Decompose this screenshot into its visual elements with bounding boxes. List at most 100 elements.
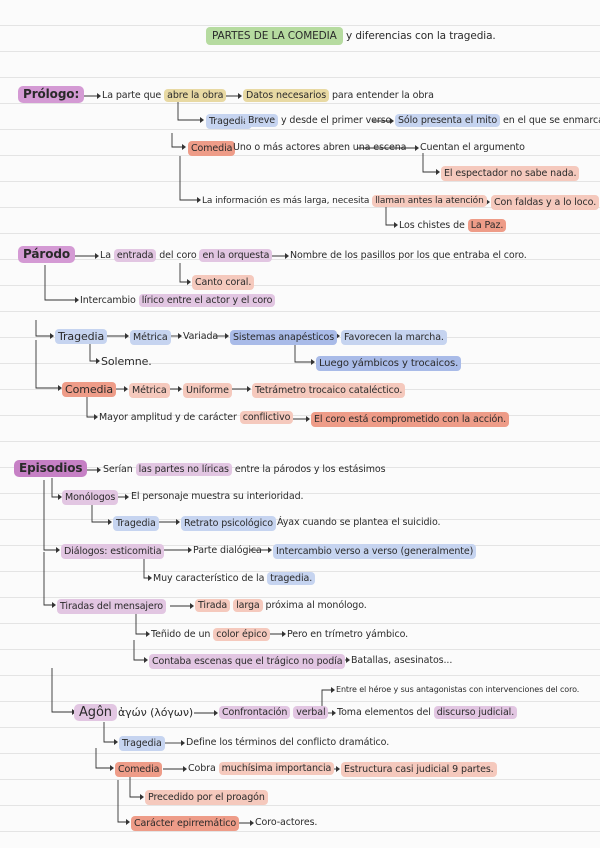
parodo-intercambio: Intercambio lírico entre el actor y el c… bbox=[80, 294, 276, 307]
prologo-chistes-highlight: La Paz. bbox=[467, 219, 507, 232]
episodios-muy-highlight: tragedia. bbox=[267, 572, 316, 585]
parodo-variada: Variada bbox=[183, 331, 219, 342]
prologo-heading: Prólogo: bbox=[18, 86, 85, 103]
prologo-chistes: Los chistes de La Paz. bbox=[399, 219, 507, 232]
agon-cobra: Cobra muchísima importancia bbox=[188, 762, 335, 775]
prologo-chistes-text: Los chistes de bbox=[399, 220, 465, 231]
agon-comedia: Comedia bbox=[115, 762, 163, 777]
episodios-color-highlight: color épico bbox=[213, 628, 271, 641]
episodios-def-highlight: las partes no líricas bbox=[135, 463, 232, 476]
prologo-mito-highlight: Sólo presenta el mito bbox=[395, 114, 501, 127]
parodo-uniforme: Uniforme bbox=[183, 383, 232, 398]
prologo-info: La información es más larga, necesita ll… bbox=[202, 195, 487, 208]
parodo-tetrametro: Tetrámetro trocaico catalécticо. bbox=[252, 383, 406, 398]
prologo-faldas: Con faldas y a lo loco. bbox=[491, 195, 600, 210]
episodios-muy-text: Muy característico de la bbox=[153, 573, 265, 584]
episodios-tenido-text: Teñido de un bbox=[151, 629, 211, 640]
prologo-comedia: Comedia bbox=[188, 141, 236, 156]
episodios-monologos: Monólogos bbox=[62, 490, 119, 505]
parodo-entrada-highlight: entrada bbox=[113, 249, 157, 262]
episodios-tragedia: Tragedia bbox=[113, 516, 159, 531]
episodios-proxima-text: próxima al monólogo. bbox=[265, 600, 367, 611]
episodios-interioridad: El personaje muestra su interioridad. bbox=[131, 491, 304, 502]
parodo-comedia: Comedia bbox=[62, 382, 116, 397]
agon-discurso-highlight: discurso judicial. bbox=[433, 706, 518, 719]
parodo-orquesta-highlight: en la orquesta bbox=[199, 249, 273, 262]
parodo-mayor: Mayor amplitud y de carácter conflictivo bbox=[99, 411, 294, 424]
prologo-breve: Breve y desde el primer verso bbox=[245, 114, 391, 127]
parodo-coro-comprometido: El coro está comprometido con la acción. bbox=[311, 412, 510, 427]
parodo-metrica2: Métrica bbox=[129, 383, 170, 398]
parodo-solemne: Solemne. bbox=[101, 355, 152, 368]
parodo-def: La entrada del coro en la orquesta bbox=[100, 249, 273, 262]
episodios-tirada: Tirada larga próxima al monólogo. bbox=[195, 599, 367, 612]
episodios-retrato: Retrato psicológico bbox=[181, 516, 276, 531]
agon-define: Define los términos del conflicto dramát… bbox=[186, 737, 390, 748]
prologo-mito-text: en el que se enmarca. bbox=[503, 115, 600, 126]
agon-cobra-text: Cobra bbox=[188, 763, 216, 774]
agon-verbal-highlight: verbal bbox=[293, 706, 329, 719]
episodios-dialogos: Diálogos: esticomitia bbox=[61, 544, 165, 559]
parodo-canto: Canto coral. bbox=[192, 275, 255, 290]
prologo-tragedia: Tragedia bbox=[206, 114, 252, 129]
agon-coro-actores: Coro-actores. bbox=[255, 817, 318, 828]
episodios-muy: Muy característico de la tragedia. bbox=[153, 572, 316, 585]
episodios-pero: Pero en trímetro yámbico. bbox=[287, 629, 409, 640]
prologo-def: La parte que abre la obra bbox=[102, 89, 227, 102]
episodios-heading: Episodios bbox=[14, 460, 88, 477]
title-rest: y diferencias con la tragedia. bbox=[346, 30, 496, 42]
prologo-argumento: Cuentan el argumento bbox=[420, 142, 525, 153]
episodios-def: Serían las partes no líricas entre la pá… bbox=[103, 463, 386, 476]
agon-caracter: Carácter epirremático bbox=[131, 816, 240, 831]
parodo-metrica: Métrica bbox=[130, 330, 171, 345]
prologo-def-highlight: abre la obra bbox=[164, 89, 227, 102]
parodo-heading: Párodo bbox=[18, 246, 75, 263]
agon-estructura: Estructura casi judicial 9 partes. bbox=[341, 762, 497, 777]
episodios-ayax: Áyax cuando se plantea el suicidio. bbox=[277, 517, 441, 528]
agon-toma-text: Toma elementos del bbox=[337, 707, 431, 718]
prologo-info-text: La información es más larga, necesita bbox=[202, 196, 370, 206]
agon-tragedia: Tragedia bbox=[119, 736, 165, 751]
prologo-actores: Uno o más actores abren una escena bbox=[233, 142, 407, 153]
page-title: PARTES DE LA COMEDIA y diferencias con l… bbox=[206, 27, 496, 45]
episodios-tirada-highlight: Tirada bbox=[195, 599, 231, 612]
parodo-conflictivo-highlight: conflictivo bbox=[239, 411, 294, 424]
prologo-breve-text: y desde el primer verso bbox=[280, 115, 392, 126]
episodios-batallas: Batallas, asesinatos... bbox=[351, 655, 453, 666]
agon-toma: Toma elementos del discurso judicial. bbox=[337, 706, 518, 719]
episodios-def-text: Serían bbox=[103, 464, 133, 475]
prologo-mito: Sólo presenta el mito en el que se enmar… bbox=[395, 114, 600, 127]
episodios-tiradas: Tiradas del mensajero bbox=[57, 599, 167, 614]
parodo-coro-text: del coro bbox=[159, 250, 197, 261]
prologo-datos: Datos necesarios para entender la obra bbox=[243, 89, 434, 102]
parodo-luego: Luego yámbicos y trocaicos. bbox=[316, 356, 462, 371]
parodo-tragedia: Tragedia bbox=[55, 329, 108, 344]
prologo-def-text: La parte que bbox=[102, 90, 162, 101]
parodo-intercambio-highlight: lírico entre el actor y el coro bbox=[138, 294, 276, 307]
agon-confrontacion: Confrontación verbal bbox=[219, 706, 329, 719]
episodios-contaba: Contaba escenas que el trágico no podía bbox=[149, 654, 346, 669]
prologo-datos-highlight: Datos necesarios bbox=[243, 89, 330, 102]
episodios-def-rest: entre la párodos y los estásimos bbox=[234, 464, 386, 475]
agon-confrontacion-highlight: Confrontación bbox=[219, 706, 291, 719]
prologo-breve-highlight: Breve bbox=[245, 114, 279, 127]
agon-entre: Entre el héroe y sus antagonistas con in… bbox=[336, 685, 580, 694]
episodios-larga-highlight: larga bbox=[233, 599, 263, 612]
title-main: PARTES DE LA COMEDIA bbox=[206, 27, 343, 45]
parodo-pasillos: Nombre de los pasillos por los que entra… bbox=[290, 250, 527, 261]
parodo-mayor-text: Mayor amplitud y de carácter bbox=[99, 412, 237, 423]
episodios-parte: Parte dialógica bbox=[193, 545, 262, 556]
agon-heading: Agôn bbox=[74, 704, 117, 721]
agon-greek: ἀγών (λόγων) bbox=[118, 706, 194, 719]
parodo-intercambio-text: Intercambio bbox=[80, 295, 136, 306]
prologo-datos-text: para entender la obra bbox=[331, 90, 434, 101]
prologo-info-highlight: llaman antes la atención bbox=[372, 195, 487, 207]
agon-precedido: Precedido por el proagón bbox=[145, 790, 268, 805]
parodo-favorecen: Favorecen la marcha. bbox=[341, 330, 447, 345]
episodios-intercambio: Intercambio verso a verso (generalmente) bbox=[273, 544, 477, 559]
parodo-sistemas: Sistemas anapésticos bbox=[230, 330, 338, 345]
agon-importancia-highlight: muchísima importancia bbox=[218, 762, 335, 775]
episodios-tenido: Teñido de un color épico bbox=[151, 628, 271, 641]
parodo-def-text: La bbox=[100, 250, 111, 261]
prologo-espectador: El espectador no sabe nada. bbox=[441, 166, 580, 181]
